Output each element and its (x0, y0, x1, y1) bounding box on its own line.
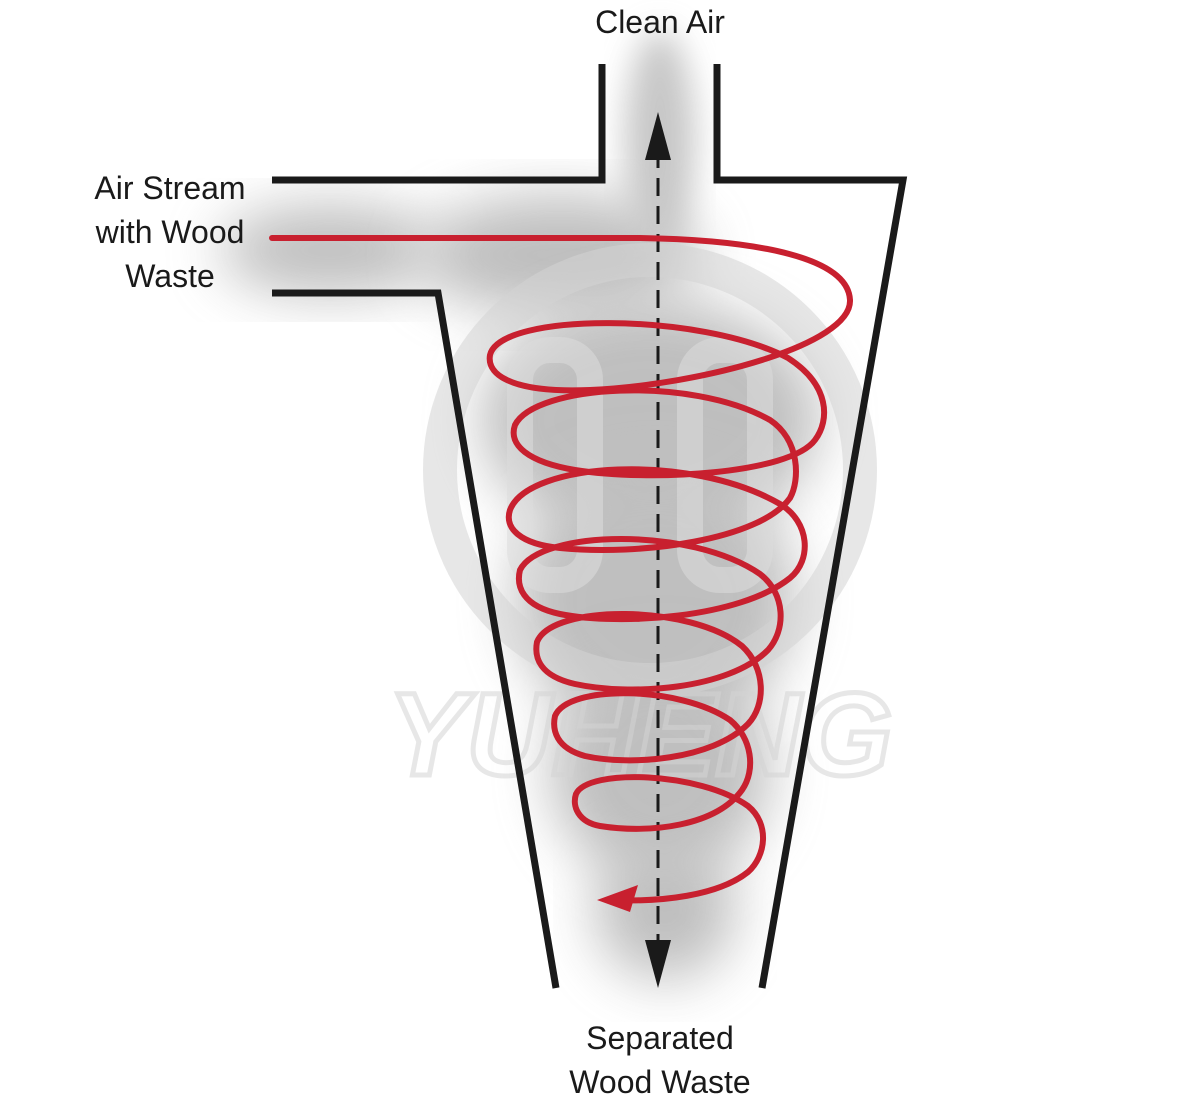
separator-outline (272, 64, 908, 989)
spiral-path (269, 235, 854, 904)
arrowhead-left-icon (597, 885, 638, 912)
clean-air-label: Clean Air (560, 0, 760, 44)
clean-air-axis (645, 112, 671, 988)
vortex-spiral (269, 235, 854, 912)
inlet-lower-wall (272, 289, 560, 989)
watermark-ring (423, 243, 877, 697)
separated-waste-label-line-1: Separated (586, 1020, 734, 1056)
arrow-up-icon (645, 112, 671, 160)
inlet-label: Air Stream with Wood Waste (60, 166, 280, 298)
inlet-label-line-2: with Wood (95, 214, 245, 250)
inlet-label-line-1: Air Stream (94, 170, 246, 206)
separated-waste-label: Separated Wood Waste (520, 1016, 800, 1104)
clean-air-label-text: Clean Air (595, 4, 725, 40)
inlet-label-line-3: Waste (125, 258, 215, 294)
separated-waste-label-line-2: Wood Waste (569, 1064, 751, 1100)
arrow-down-icon (645, 940, 671, 988)
outlet-left-wall (272, 64, 606, 184)
watermark: YUHENG (385, 243, 895, 804)
outlet-right-wall (713, 64, 908, 989)
